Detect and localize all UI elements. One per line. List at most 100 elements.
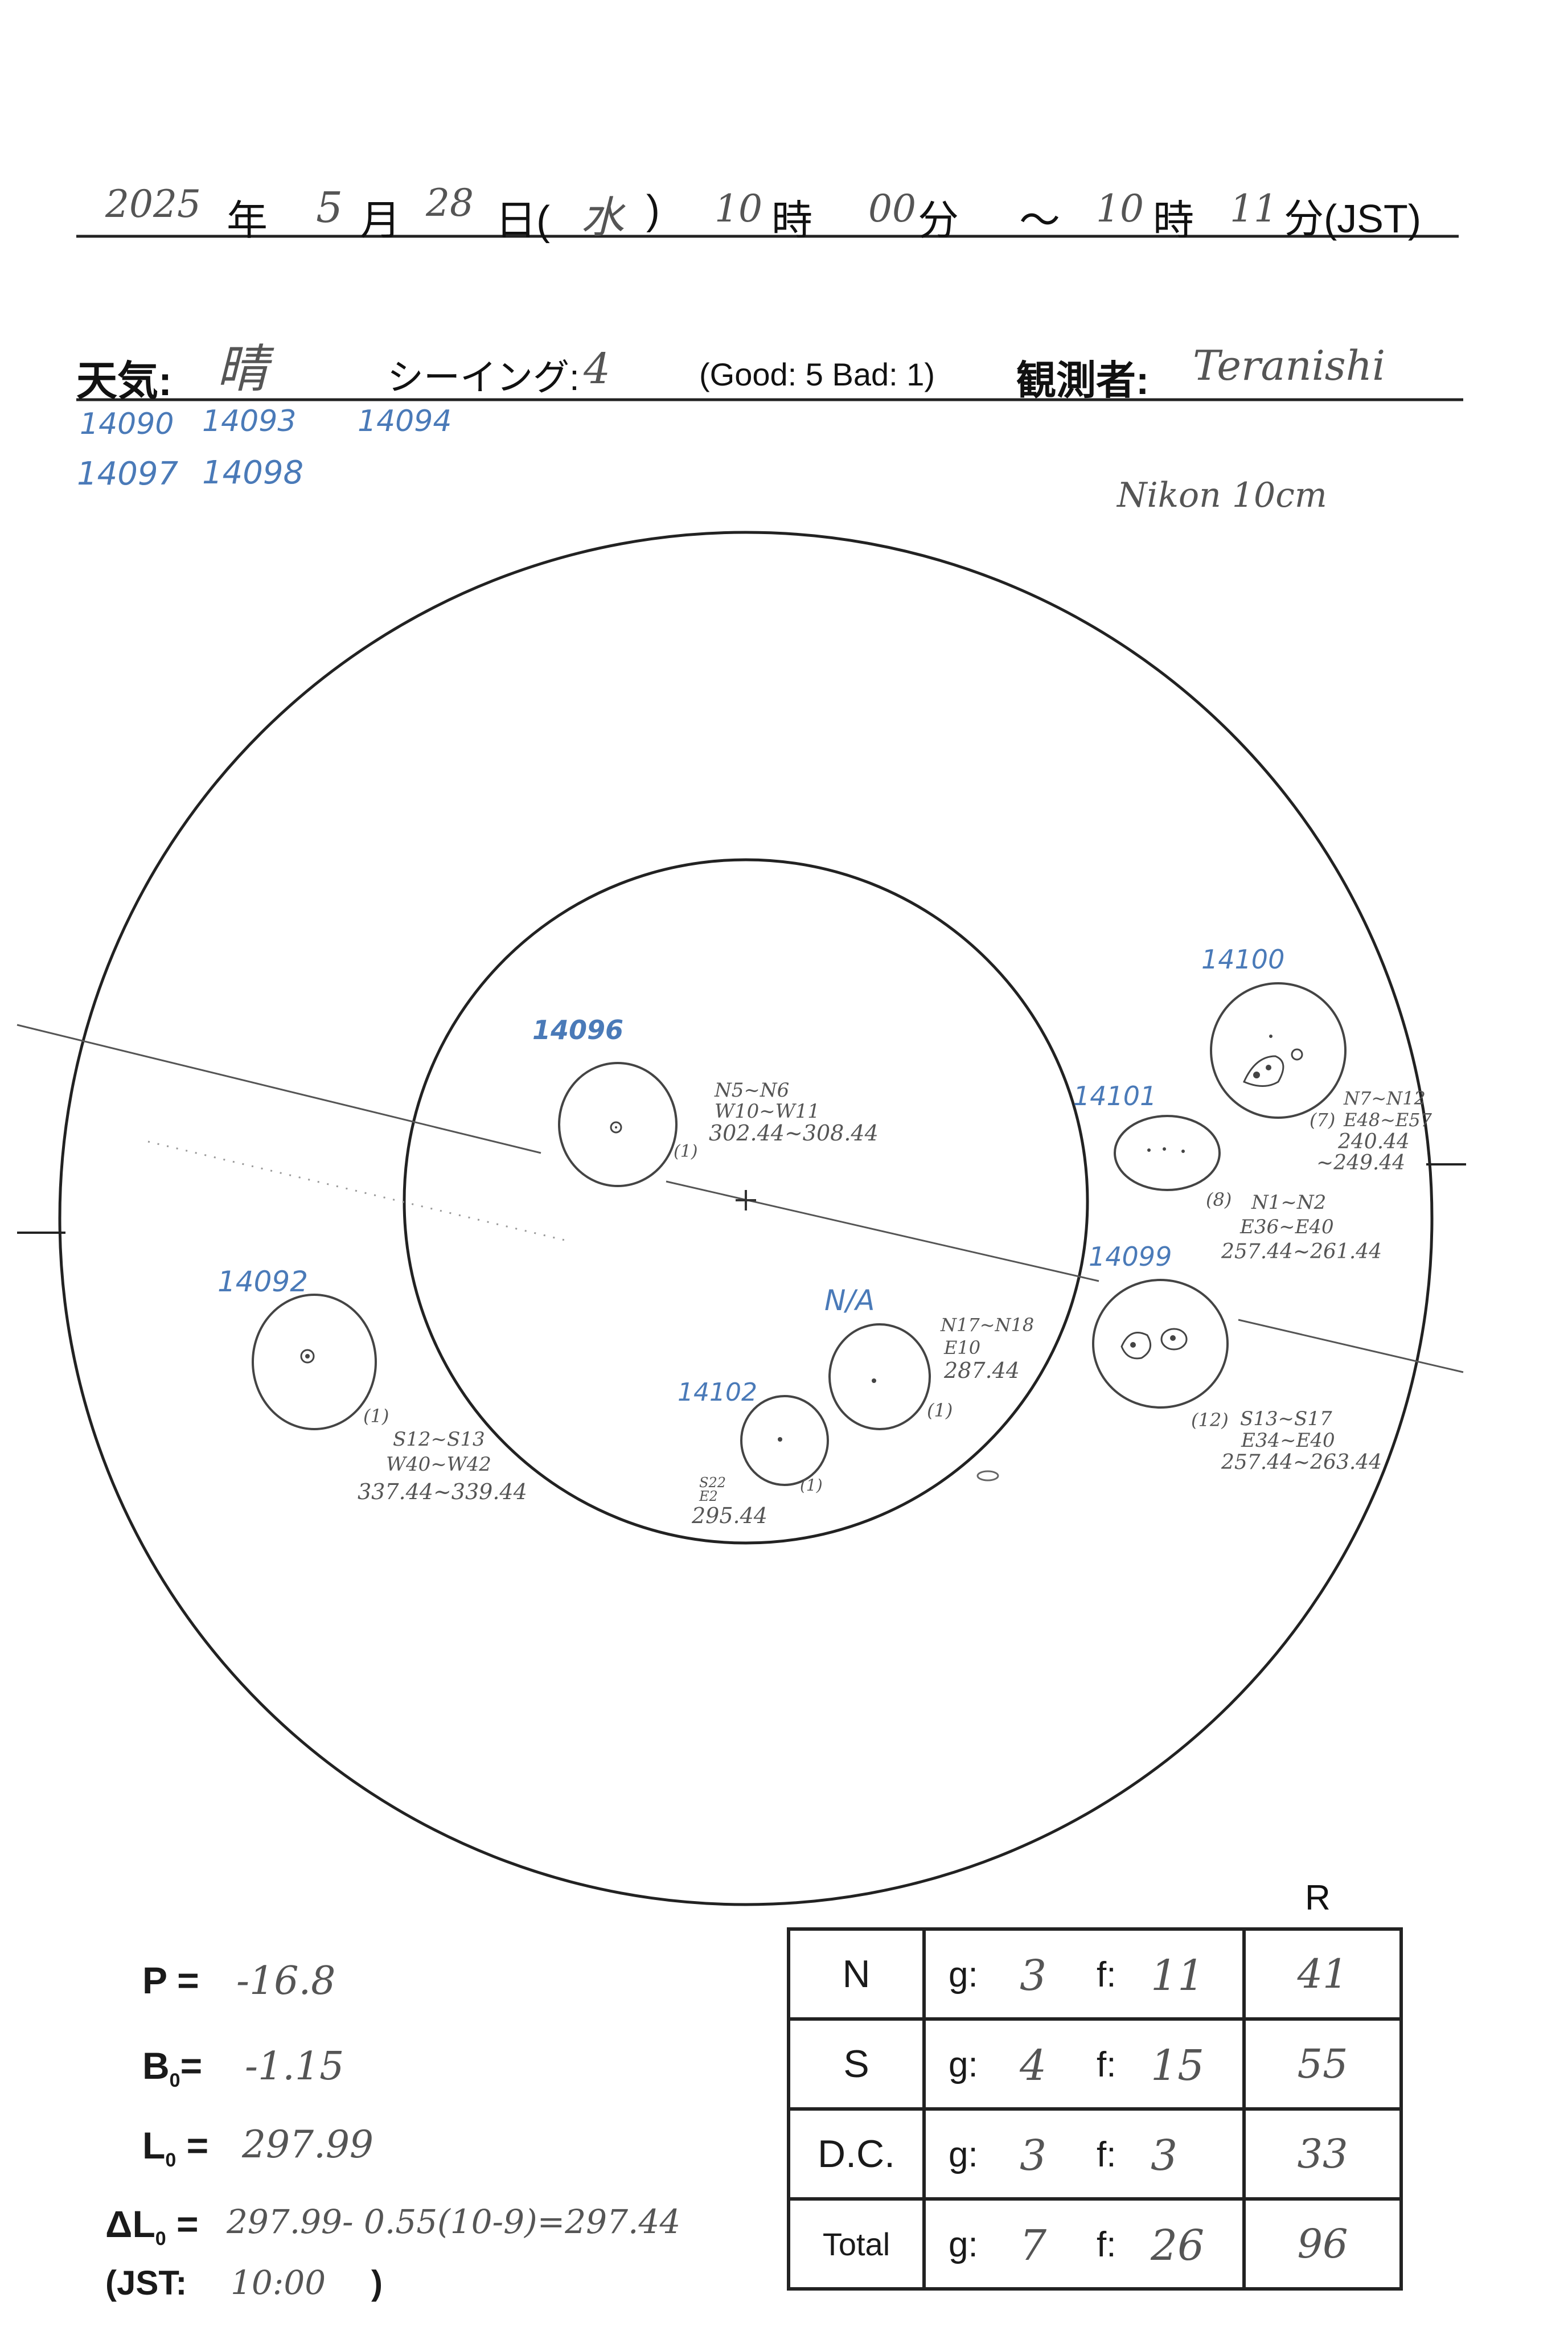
r-value: 41 (1242, 1927, 1403, 2021)
dotted-trace (147, 1140, 570, 1242)
seeing-label: シーイング: (387, 357, 580, 398)
spot-cluster-14099 (1160, 1328, 1188, 1351)
spot-dot (305, 1354, 310, 1359)
l0-equals: = (176, 2124, 209, 2166)
group-count: (1) (363, 1405, 389, 1427)
f-value: 26 (1151, 2221, 1205, 2270)
group-longitude-range: 287.44 (944, 1358, 1020, 1383)
group-count: (1) (674, 1142, 698, 1162)
seeing-scale: (Good: 5 Bad: 1) (699, 356, 935, 392)
group-count: (1) (800, 1476, 823, 1495)
end-minute: 11 (1230, 187, 1278, 231)
f-key: f: (1097, 1955, 1117, 1995)
spot-dot (872, 1378, 876, 1383)
weekday-value: 水 (581, 192, 624, 243)
equator-line-right (1238, 1319, 1464, 1373)
tally-row-n: N g: 3 f: 11 41 (787, 1927, 1403, 2021)
b0-equals: = (180, 2045, 203, 2087)
r-column-header: R (1305, 1878, 1331, 1918)
spot-dot (1170, 1335, 1176, 1341)
group-longitude-range: 257.44~263.44 (1221, 1451, 1382, 1474)
spot-dot (610, 1121, 622, 1134)
group-lat: N7~N12 (1344, 1087, 1426, 1109)
spot-outline-14101 (1114, 1115, 1221, 1191)
group-label-14101: 14101 (1073, 1081, 1157, 1111)
group-lat: N17~N18 (941, 1314, 1035, 1336)
l0-symbol: L (142, 2124, 166, 2166)
g-key: g: (949, 2135, 978, 2174)
spot-dot (1266, 1065, 1271, 1070)
group-label-14102: 14102 (678, 1378, 757, 1407)
tally-row-s: S g: 4 f: 15 55 (787, 2017, 1403, 2111)
group-lon: W40~W42 (386, 1453, 491, 1476)
end-hour-unit: 時 (1153, 198, 1195, 244)
inner-disk-outline (403, 858, 1089, 1545)
group-label-14100: 14100 (1201, 944, 1285, 975)
group-lat: S22 (699, 1475, 726, 1491)
group-label-na: N/A (824, 1284, 875, 1317)
spot-dot (778, 1437, 782, 1442)
group-fraction-cell: g: 3 f: 3 (922, 2107, 1246, 2201)
group-longitude-range: 257.44~261.44 (1221, 1240, 1382, 1263)
group-longitude-range: 337.44~339.44 (358, 1479, 527, 1504)
seeing-value: 4 (584, 344, 611, 393)
tally-row-total: Total g: 7 f: 26 96 (787, 2197, 1403, 2291)
spot-cluster-14099 (1120, 1332, 1152, 1360)
observer-value: Teranishi (1193, 342, 1386, 389)
group-label-14096: 14096 (532, 1015, 624, 1045)
row-label: D.C. (787, 2107, 926, 2201)
group-lon: W10~W11 (715, 1100, 820, 1123)
time-range-tilde: ～ (1019, 198, 1061, 244)
region-note: 14090 (80, 407, 174, 441)
day-value: 28 (426, 181, 474, 225)
spot-dot (1269, 1035, 1273, 1038)
group-count: (1) (927, 1400, 953, 1421)
solar-disk-outline (58, 531, 1434, 1906)
stray-mark (976, 1470, 999, 1482)
row-label: Total (787, 2197, 926, 2291)
weekday-close: ) (646, 187, 660, 233)
group-longitude-range-end: ~249.44 (1316, 1151, 1406, 1175)
group-label-14099: 14099 (1089, 1241, 1172, 1272)
g-value: 3 (1020, 2131, 1047, 2180)
group-count: (7) (1310, 1109, 1336, 1131)
year-unit: 年 (227, 198, 268, 244)
group-longitude-range: 240.44 (1338, 1130, 1410, 1154)
weather-value: 晴 (216, 339, 268, 399)
g-value: 3 (1020, 1951, 1047, 2000)
region-note: 14098 (202, 454, 304, 491)
r-value: 55 (1242, 2017, 1403, 2111)
group-count: (12) (1191, 1409, 1229, 1431)
spot-dot (1130, 1342, 1136, 1348)
sunspot-tally-table: N g: 3 f: 11 41 S g: 4 f: 15 55 D.C. g: … (787, 1927, 1403, 2291)
g-key: g: (949, 1955, 978, 1995)
spot-dot (1181, 1150, 1185, 1153)
group-lat: N1~N2 (1251, 1191, 1327, 1214)
year-value: 2025 (105, 182, 201, 226)
jst-label: (JST: (105, 2264, 187, 2302)
spot-outline-na (828, 1323, 931, 1430)
group-lat: N5~N6 (715, 1079, 790, 1102)
start-minute-unit: 分 (918, 198, 959, 244)
month-value: 5 (316, 183, 343, 232)
spot-dot (1163, 1147, 1166, 1151)
spot-outline-14102 (740, 1395, 829, 1486)
region-note: 14097 (77, 455, 179, 493)
group-lon: E48~E57 (1344, 1109, 1432, 1131)
group-lon: E10 (944, 1337, 981, 1359)
weather-label: 天気: (76, 359, 172, 404)
l0-value: 297.99 (242, 2123, 373, 2166)
f-key: f: (1097, 2045, 1117, 2084)
g-key: g: (949, 2225, 978, 2264)
spot-outline-14100 (1210, 982, 1347, 1119)
spot-dot (615, 1126, 617, 1128)
f-value: 15 (1151, 2041, 1205, 2090)
dl0-equals: = (166, 2203, 199, 2245)
dl0-symbol: ΔL (105, 2203, 155, 2245)
jst-value: 10:00 (231, 2263, 326, 2302)
observer-label: 観測者: (1016, 358, 1150, 403)
start-hour: 10 (715, 187, 762, 231)
dl0-label: ΔL0 = (105, 2202, 199, 2250)
group-fraction-cell: g: 7 f: 26 (922, 2197, 1246, 2291)
